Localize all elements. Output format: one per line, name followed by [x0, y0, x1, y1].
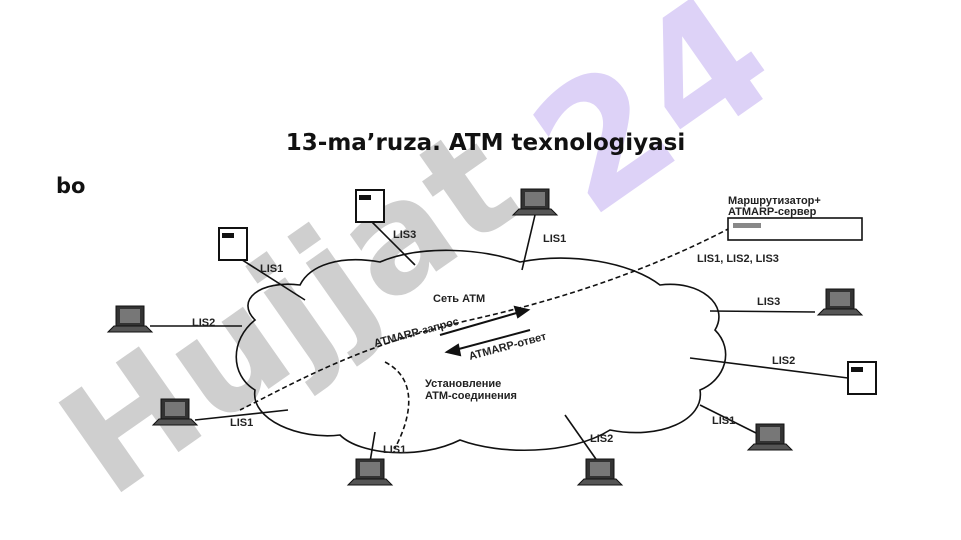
link-label: LIS2	[590, 433, 613, 445]
connection-label: ATM-соединения	[425, 390, 517, 402]
link-label: LIS3	[393, 229, 416, 241]
network-label: Сеть ATM	[433, 293, 485, 305]
computer-icon	[107, 305, 153, 333]
computer-icon	[152, 398, 198, 426]
router-box	[727, 217, 863, 241]
computer-icon	[577, 458, 623, 486]
computer-icon	[817, 288, 863, 316]
link-label: LIS1	[260, 263, 283, 275]
server-icon	[847, 361, 877, 395]
link-label: LIS1	[712, 415, 735, 427]
router-lis-label: LIS1, LIS2, LIS3	[697, 253, 779, 265]
link-label: LIS1	[230, 417, 253, 429]
atm-cloud	[235, 249, 727, 454]
link-label: LIS2	[192, 317, 215, 329]
computer-icon	[747, 423, 793, 451]
link-label: LIS2	[772, 355, 795, 367]
server-icon	[355, 189, 385, 223]
router-label: Маршрутизатор+	[728, 195, 821, 207]
server-icon	[218, 227, 248, 261]
router-label: ATMARP-сервер	[728, 206, 817, 218]
computer-icon	[347, 458, 393, 486]
slide-subtitle: bo	[56, 174, 86, 198]
connection-label: Установление	[425, 378, 501, 390]
link-label: LIS1	[543, 233, 566, 245]
slide-title: 13-ma’ruza. ATM texnologiyasi	[285, 130, 686, 156]
link-label: LIS1	[383, 444, 406, 456]
computer-icon	[512, 188, 558, 216]
link-label: LIS3	[757, 296, 780, 308]
